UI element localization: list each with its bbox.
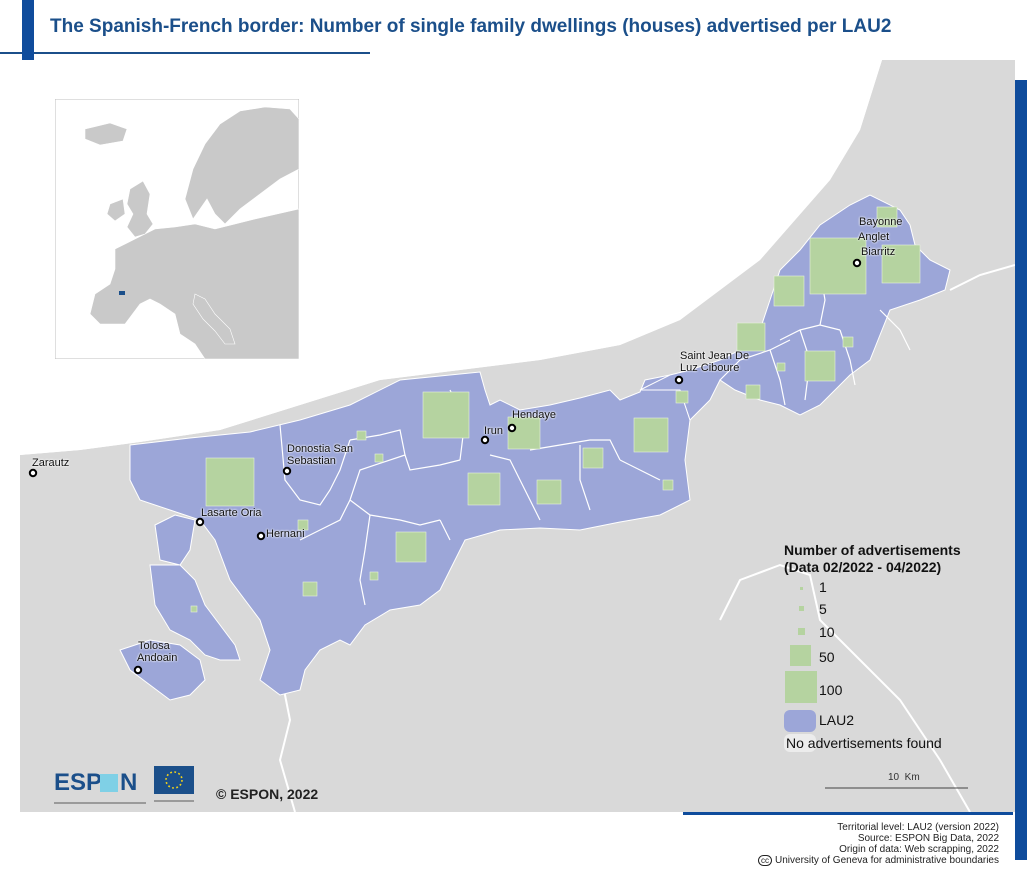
legend-label-1: 1 [819,579,827,595]
label-zarautz: Zarautz [32,457,70,469]
inset-focus-marker [119,291,125,295]
legend-title: Number of advertisements (Data 02/2022 -… [784,542,961,576]
label-tolosa: Tolosa [138,640,170,652]
label-saint-jean-de-luz: Saint Jean De Luz Ciboure [680,350,750,374]
inset-iceland [84,122,128,146]
advertisement-symbols[interactable] [190,206,921,613]
label-bayonne: Bayonne [859,216,903,228]
footer-rule [683,812,1013,815]
scale-label: 10 Km [888,772,920,783]
legend-symbol-50 [790,645,811,666]
label-lasarte-oria: Lasarte Oria [201,507,262,519]
footer-origin: Origin of data: Web scrapping, 2022 [839,844,999,855]
label-anglet: Anglet [858,231,890,243]
legend-label-50: 50 [819,649,835,665]
boundary-line-south [278,669,296,812]
legend-none-swatch [784,734,816,752]
label-andoain: Andoain [137,652,178,664]
inset-scandinavia [184,106,299,225]
legend-symbol-100 [785,671,817,703]
inset-europe-map[interactable] [55,99,299,359]
boundary-line-southeast [719,563,971,812]
boundary-line [20,79,872,440]
boundary-line-east [949,264,1015,291]
footer-boundaries-text: University of Geneva for administrative … [775,855,999,866]
legend-symbol-5 [799,606,804,611]
label-hernani: Hernani [266,528,305,540]
svg-text:ESP: ESP [54,769,102,796]
label-hendaye: Hendaye [512,409,557,421]
legend-title-line1: Number of advertisements [784,542,961,558]
svg-text:N: N [120,769,137,796]
legend-title-line2: (Data 02/2022 - 04/2022) [784,559,942,575]
map-title: The Spanish-French border: Number of sin… [50,16,892,37]
label-irun: Irun [484,425,503,437]
inset-britain [126,180,154,238]
right-accent-bar [1015,80,1027,860]
inset-italy [192,293,236,345]
espon-logo: ESP N [54,762,199,812]
map-footer: Territorial level: LAU2 (version 2022) S… [758,822,999,866]
copyright: © ESPON, 2022 [216,786,319,802]
label-donostia: Donostia San Sebastian [287,443,354,467]
legend-lau2-label: LAU2 [819,712,855,728]
label-biarritz: Biarritz [861,246,896,258]
legend-label-5: 5 [819,601,827,617]
title-underline [0,52,370,54]
inset-ireland [106,198,126,222]
city-points[interactable] [28,258,862,675]
inset-mainland [89,208,299,359]
legend-label-10: 10 [819,624,835,640]
legend-none-label: No advertisements found [786,735,942,751]
espon-eu-logo-graphic: ESP N [54,766,194,804]
legend-label-100: 100 [819,682,843,698]
legend-lau2-swatch [784,710,816,732]
footer-territorial-level: Territorial level: LAU2 (version 2022) [837,822,999,833]
legend-symbol-1 [800,587,803,590]
footer-source: Source: ESPON Big Data, 2022 [857,833,999,844]
municipal-boundaries [279,269,911,606]
cc-icon: cc [758,855,772,866]
legend-symbol-10 [798,628,805,635]
